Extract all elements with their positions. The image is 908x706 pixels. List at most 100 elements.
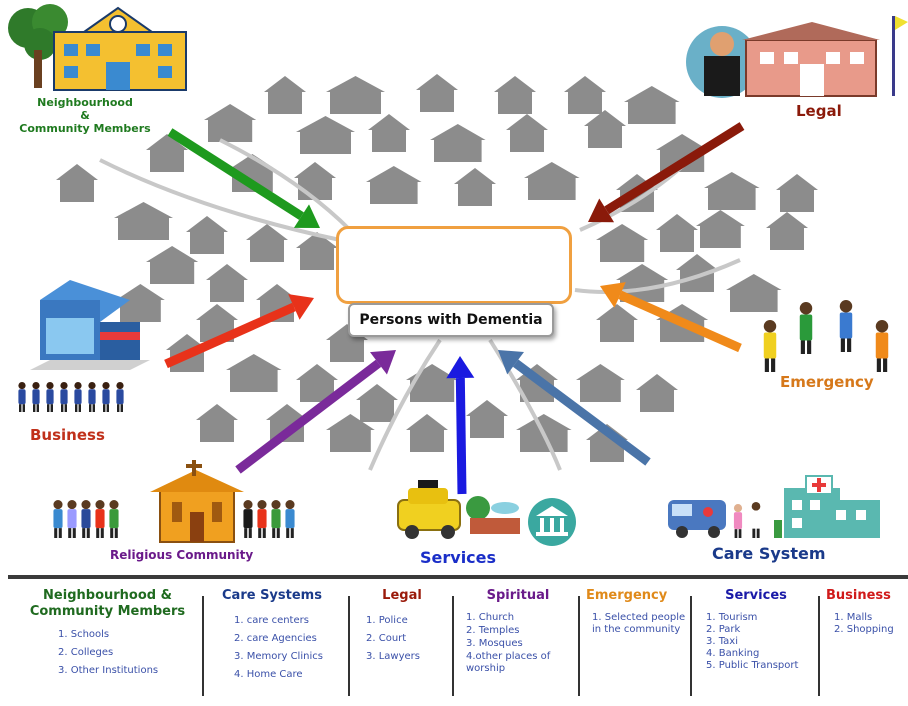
road [574,258,741,294]
house-icon [366,166,422,204]
house-icon [576,364,625,402]
house-icon [516,414,572,452]
person-figure [799,302,813,354]
person-figure [60,382,68,412]
hospital-illustration [774,475,880,538]
section-divider [8,575,908,579]
house-icon [114,202,173,240]
neighbourhood-arrow [167,128,320,228]
person-figure [271,500,281,538]
legend-separator [690,596,692,696]
person-figure [243,500,253,538]
religious-label: Religious Community [110,548,254,562]
legend-item: 3. Other Institutions [58,665,159,676]
house-icon [116,284,165,322]
legend-item: 2. Colleges [58,647,114,658]
house-icon [584,110,626,148]
person-figure [18,382,26,412]
house-icon [596,224,649,262]
person-figure [109,500,119,538]
house-icon [296,116,355,154]
business-label: Business [30,426,105,444]
person-figure [102,382,110,412]
legend-item: 3. Lawyers [366,651,420,662]
person-figure [53,500,63,538]
legend-item: 1. Selected people in the community [592,612,686,635]
emergency-people [763,300,889,372]
school-illustration [8,4,187,91]
religious-people [53,500,295,538]
legend-column-legal: Legal 1. Police 2. Court 3. Lawyers [356,588,448,668]
legend-item: 1. Schools [58,629,110,640]
legend-title: Services [725,588,787,603]
road [99,158,341,242]
person-figure [257,500,267,538]
legend-column-emergency: Emergency 1. Selected people in the comm… [586,588,686,641]
person-figure [751,502,761,538]
services-label: Services [420,548,497,567]
legend-item: 2. Shopping [834,624,894,635]
legend-item: 2. Temples [466,625,520,636]
neighbourhood-map [8,4,908,546]
legend-item: 2. Park [706,624,741,635]
house-icon [186,216,228,254]
house-icon [326,76,385,114]
house-icon [416,74,458,112]
legend-item: 1. Church [466,612,515,623]
legend-item: 1. care centers [234,615,309,626]
house-icon [406,414,448,452]
person-figure [285,500,295,538]
legend-title: Neighbourhood & [43,588,172,603]
house-icon [206,264,248,302]
neighbourhood-label: Neighbourhood & Community Members [10,96,160,135]
house-icon [246,224,288,262]
services-arrow [446,356,475,495]
legend-item: 4.other places of worship [466,651,551,674]
legend-separator [452,596,454,696]
road [219,138,352,232]
legend-column-business: Business 1. Malls 2. Shopping [826,588,908,636]
religious-arrow [235,350,396,474]
legal-arrow [588,122,745,223]
legend-title-line2: Community Members [29,604,186,619]
legal-label: Legal [796,102,842,120]
legend-item: 1. Police [366,615,408,626]
diagram-canvas: Persons with Dementia Neighbourhood & Co… [8,4,908,567]
legend-item: 4. Banking [706,648,760,659]
legend-item: 4. Home Care [234,669,303,680]
house-icon [656,214,698,252]
house-icon [776,174,818,212]
legend-column-services: Services 1. Tourism 2. Park 3. Taxi 4. B… [698,588,814,672]
neighbourhood-label-line2: & [80,109,90,122]
house-icon [264,76,306,114]
house-icon [204,104,257,142]
legend-title: Spiritual [486,588,550,603]
person-figure [95,500,105,538]
legend-column-neighbourhood: Neighbourhood & Community Members 1. Sch… [20,588,195,682]
mall-illustration [30,280,150,370]
business-arrow [164,294,314,369]
church-illustration [150,460,244,543]
house-icon [524,162,580,200]
person-figure [763,320,777,372]
legend-item: 5. Public Transport [706,660,799,671]
house-icon [766,212,808,250]
house-icon [624,86,680,124]
person-figure [74,382,82,412]
legend-column-spiritual: Spiritual 1. Church 2. Temples 3. Mosque… [462,588,574,676]
legend-separator [348,596,350,696]
legend-separator [818,596,820,696]
person-figure [88,382,96,412]
house-icon [368,114,410,152]
center-label: Persons with Dementia [348,303,554,337]
house-icon [494,76,536,114]
house-icon [356,384,398,422]
legend-separator [578,596,580,696]
care-people [733,502,761,538]
house-icon [326,414,375,452]
legend-title: Emergency [586,588,668,603]
care-system-arrow [498,350,651,466]
house-icon [196,404,238,442]
park-illustration [466,496,520,534]
care-system-label: Care System [712,544,826,563]
